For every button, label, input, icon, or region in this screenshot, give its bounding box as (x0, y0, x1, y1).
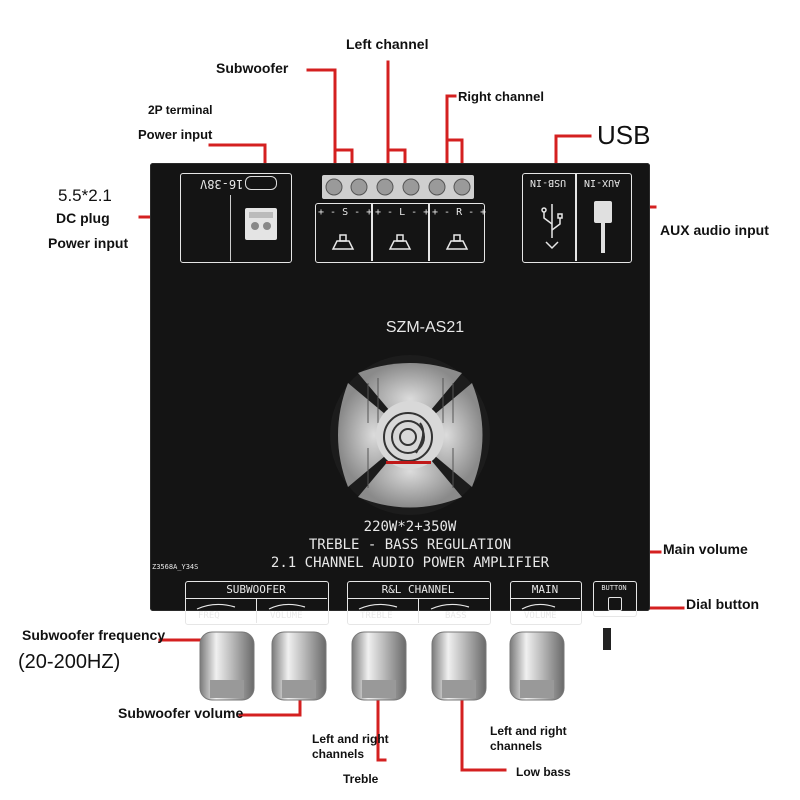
speaker-terminal-strip (322, 175, 474, 199)
subwoofer-controls-box (185, 581, 329, 625)
button-label: BUTTON (601, 584, 627, 592)
freq-label: FREQ (198, 611, 220, 621)
label-2p-terminal: 2P terminal (148, 103, 213, 117)
label-low-bass: Low bass (516, 765, 571, 779)
regulation-text: TREBLE - BASS REGULATION (308, 537, 512, 553)
label-lr-bass-1: Left and right (490, 724, 567, 738)
callout-line-subwoofer (306, 68, 337, 177)
label-lr-treble-1: Left and right (312, 732, 389, 746)
model-label: SZM-AS21 (385, 319, 465, 336)
button-box (593, 581, 637, 617)
knob-main-volume (509, 631, 565, 701)
amplifier-text: 2.1 CHANNEL AUDIO POWER AMPLIFIER (270, 555, 550, 571)
speaker-box (315, 203, 485, 263)
aux-jack (594, 201, 612, 223)
label-main-volume: Main volume (663, 541, 748, 557)
treble-label: TREBLE (360, 611, 393, 621)
speaker-icon (331, 240, 355, 250)
label-sub-freq-range: (20-200HZ) (18, 651, 121, 673)
speaker-icon (445, 240, 469, 250)
label-treble: Treble (343, 772, 379, 786)
label-right-channel: Right channel (458, 89, 544, 104)
volume-label-2: VOLUME (524, 611, 557, 621)
callout-line-right-channel (445, 94, 457, 180)
dial-button[interactable] (608, 597, 622, 611)
cooling-fan (330, 355, 490, 515)
volume-label-1: VOLUME (270, 611, 303, 621)
label-power-input-top: Power input (138, 127, 213, 142)
speaker-icon (388, 240, 412, 250)
amplifier-board: 16-38V + - S - + + - L - + + - R - + USB… (150, 163, 650, 625)
main-controls-box (510, 581, 582, 625)
label-aux-input: AUX audio input (660, 222, 769, 238)
label-lr-treble-2: channels (312, 747, 365, 761)
knob-sub-freq (199, 631, 255, 701)
label-dc-power-input: Power input (48, 235, 129, 251)
main-group-label: MAIN (531, 583, 559, 596)
label-subwoofer: Subwoofer (216, 60, 289, 76)
adjust-arrows (196, 603, 556, 610)
knob-bass (431, 631, 487, 701)
label-dial-button: Dial button (686, 596, 760, 612)
terminal-block (245, 208, 277, 240)
dc-jack (245, 176, 277, 190)
label-usb: USB (597, 120, 651, 150)
knob-treble (351, 631, 407, 701)
dial-button-stem (603, 628, 611, 650)
label-dc-size: 5.5*2.1 (58, 186, 112, 205)
label-sub-freq: Subwoofer frequency (22, 627, 166, 643)
speaker-r-label: + - R - + (432, 207, 487, 218)
label-dc-plug: DC plug (56, 210, 110, 226)
label-lr-bass-2: channels (490, 739, 543, 753)
rl-controls-box (347, 581, 491, 625)
pcb-code: Z3568A_Y34S (152, 563, 199, 571)
callout-line-bass (460, 668, 507, 772)
bass-label: BASS (445, 611, 467, 621)
speaker-icons (331, 234, 469, 250)
power-spec: 220W*2+350W (363, 519, 457, 535)
label-sub-volume: Subwoofer volume (118, 705, 244, 721)
input-box (522, 173, 632, 263)
knob-sub-volume (271, 631, 327, 701)
usb-icon (541, 204, 563, 250)
speaker-l-label: + - L - + (375, 207, 430, 218)
label-left-channel: Left channel (346, 36, 429, 52)
power-box (180, 173, 292, 263)
rl-group-label: R&L CHANNEL (381, 583, 455, 596)
speaker-s-label: + - S - + (318, 207, 373, 218)
subwoofer-group-label: SUBWOOFER (226, 583, 286, 596)
